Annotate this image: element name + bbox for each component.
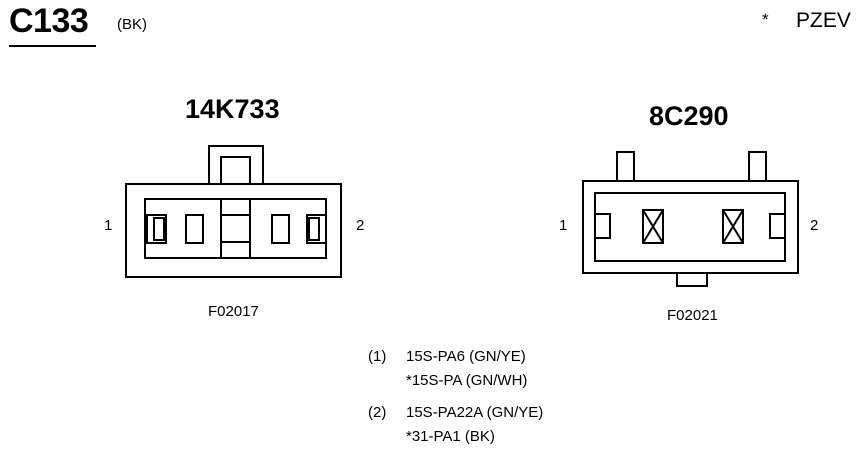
legend-symbol: *	[762, 10, 769, 29]
connector-1-drawing	[125, 145, 342, 278]
connector-2-tab	[616, 151, 635, 182]
connector-1-housing	[125, 183, 342, 278]
connector-2-drawing	[582, 151, 799, 287]
connector-1-cavity	[271, 214, 290, 244]
connector-2-pin-right-label: 2	[810, 217, 819, 234]
legend-label: PZEV	[796, 9, 851, 32]
connector-2-pin-left-label: 1	[559, 217, 568, 234]
connector-2-figure-id: F02021	[667, 307, 718, 324]
connector-2-tab	[748, 151, 767, 182]
connector-1-pin-right-label: 2	[356, 217, 365, 234]
connector-1-terminal-1	[146, 214, 167, 244]
connector-2-terminal-2	[769, 213, 786, 239]
note-2-line-2: *31-PA1 (BK)	[406, 428, 495, 445]
connector-1-cavity	[185, 214, 204, 244]
connector-1-pin-left-label: 1	[104, 217, 113, 234]
note-1-line-1: 15S-PA6 (GN/YE)	[406, 348, 526, 365]
connector-2-face	[594, 192, 786, 262]
connector-2-part-number: 8C290	[649, 101, 729, 131]
note-2-number: (2)	[368, 404, 387, 421]
connector-color-code: (BK)	[117, 16, 147, 33]
note-1-number: (1)	[368, 348, 387, 365]
connector-1-latch	[208, 145, 264, 185]
connector-id-underline	[9, 45, 96, 47]
note-1-line-2: *15S-PA (GN/WH)	[406, 372, 528, 389]
note-2-line-1: 15S-PA22A (GN/YE)	[406, 404, 544, 421]
connector-1-face	[144, 198, 327, 259]
connector-2-terminal-1	[594, 213, 611, 239]
connector-1-terminal-2	[306, 214, 327, 244]
connector-2-blocked-cavity	[722, 209, 744, 244]
connector-1-figure-id: F02017	[208, 303, 259, 320]
connector-2-housing	[582, 180, 799, 274]
connector-2-key	[676, 272, 708, 287]
connector-id: C133	[9, 2, 89, 40]
connector-1-latch-inner	[220, 156, 251, 185]
connector-1-part-number: 14K733	[185, 94, 280, 124]
connector-2-blocked-cavity	[642, 209, 664, 244]
